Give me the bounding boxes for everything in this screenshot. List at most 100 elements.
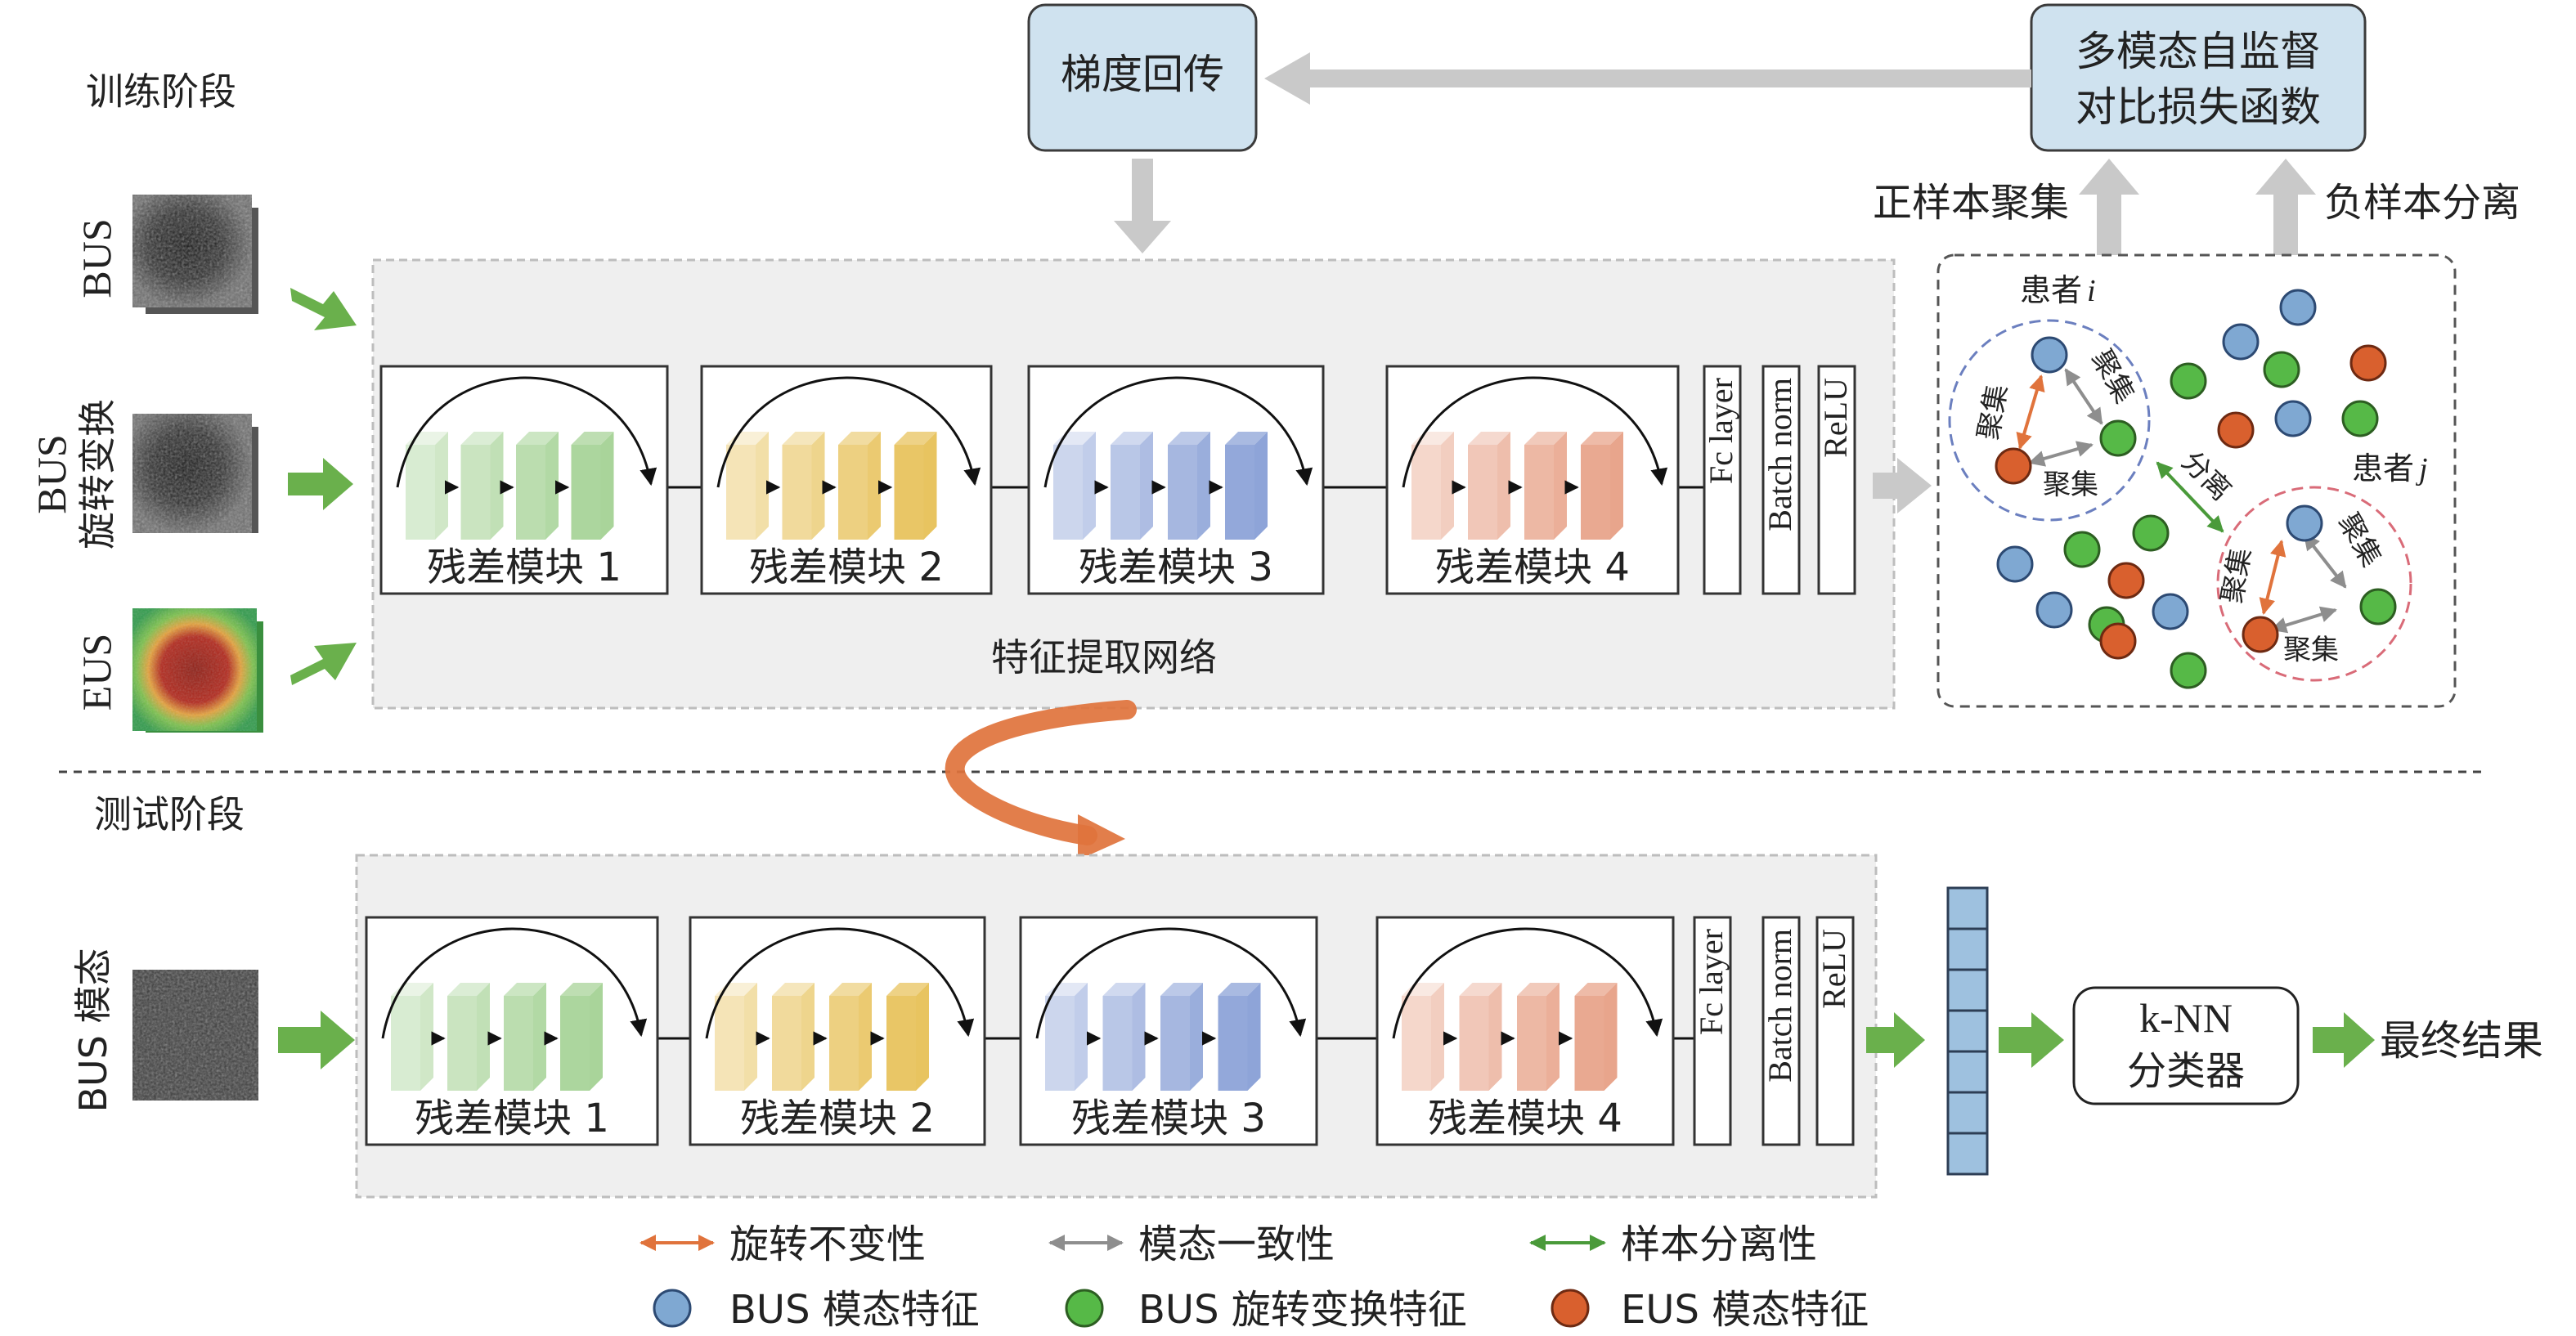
negative-up-arrow bbox=[2255, 159, 2316, 255]
final-result-label: 最终结果 bbox=[2380, 1017, 2543, 1065]
test-network-to-vector-arrow bbox=[1866, 1012, 1925, 1068]
positive-gather-label: 正样本聚集 bbox=[1873, 180, 2069, 226]
feature-dot bbox=[2035, 591, 2073, 629]
conv-layer-4-4 bbox=[1581, 432, 1623, 540]
loss-to-gradient-arrow bbox=[1264, 52, 2031, 105]
feature-dot bbox=[2286, 504, 2323, 542]
conv-layer-3-3 bbox=[1168, 432, 1210, 540]
test-network: 残差模块 1 残差模块 2 残差模块 3 残差模块 4 Fc layer Batch no… bbox=[365, 916, 1855, 1146]
knn-classifier-line2: 分类器 bbox=[2127, 1048, 2245, 1094]
legend-rot-feature-dot bbox=[1065, 1289, 1104, 1328]
residual-block-label-3: 残差模块 3 bbox=[1071, 1096, 1266, 1141]
conv-layer-1-2 bbox=[460, 432, 504, 540]
bus-input-label: BUS bbox=[74, 218, 119, 298]
residual-block-label-1: 残差模块 1 bbox=[427, 545, 622, 590]
separation-arrow bbox=[2156, 461, 2224, 533]
residual-block-label-2: 残差模块 2 bbox=[749, 545, 944, 590]
network-to-feature-space-arrow bbox=[1873, 458, 1932, 513]
legend-bus-feature-label: BUS 模态特征 bbox=[729, 1287, 980, 1333]
gradient-backprop-box bbox=[1027, 3, 1258, 152]
rotated-bus-image-thumbnail bbox=[132, 414, 258, 533]
positive-up-arrow bbox=[2079, 159, 2139, 255]
conv-layer-2-4 bbox=[886, 983, 929, 1091]
gradient-to-network-arrow bbox=[1114, 159, 1171, 253]
feature-dot bbox=[2274, 400, 2312, 437]
legend: 旋转不变性 模态一致性 样本分离性 BUS 模态特征 BUS 旋转变换特征 EU… bbox=[640, 1222, 1869, 1333]
gradient-backprop-label: 梯度回传 bbox=[1061, 51, 1224, 98]
bus-image-thumbnail bbox=[132, 195, 258, 314]
layer-label-0: Fc layer bbox=[1703, 378, 1739, 484]
feature-vector-cell bbox=[1946, 1050, 1989, 1094]
layer-label-2: ReLU bbox=[1815, 929, 1852, 1009]
feature-dot bbox=[2132, 514, 2170, 552]
patient-j-relations bbox=[2259, 533, 2347, 634]
contrastive-loss-label-line1: 多模态自监督 bbox=[2076, 28, 2321, 75]
feature-dot bbox=[2222, 323, 2260, 361]
patient-i-gather-bottom: 聚集 bbox=[2043, 468, 2098, 501]
conv-layer-4-3 bbox=[1517, 983, 1560, 1091]
residual-block-label-4: 残差模块 4 bbox=[1428, 1096, 1622, 1141]
eus-input-label: EUS bbox=[74, 634, 119, 711]
feature-dot bbox=[2349, 344, 2387, 382]
residual-block-2: 残差模块 2 bbox=[700, 365, 993, 595]
feature-dots bbox=[1995, 289, 2397, 689]
legend-rotation-label: 旋转不变性 bbox=[729, 1222, 926, 1267]
residual-block-2: 残差模块 2 bbox=[689, 916, 986, 1146]
conv-layer-4-1 bbox=[1411, 432, 1454, 540]
residual-block-4: 残差模块 4 bbox=[1385, 365, 1680, 595]
conv-layer-2-4 bbox=[894, 432, 937, 540]
residual-block-1: 残差模块 1 bbox=[379, 365, 669, 595]
feature-dot bbox=[2152, 593, 2189, 630]
feature-dot bbox=[2263, 351, 2300, 388]
conv-layer-1-2 bbox=[447, 983, 490, 1091]
legend-separation-label: 样本分离性 bbox=[1621, 1222, 1817, 1267]
feature-dot bbox=[2099, 622, 2137, 660]
feature-dot bbox=[2099, 419, 2137, 457]
conv-layer-2-3 bbox=[829, 983, 872, 1091]
conv-layer-1-4 bbox=[560, 983, 603, 1091]
conv-layer-2-2 bbox=[782, 432, 825, 540]
layer-label-0: Fc layer bbox=[1693, 929, 1730, 1035]
conv-layer-2-2 bbox=[772, 983, 815, 1091]
conv-layer-4-2 bbox=[1468, 432, 1510, 540]
feature-vector-cell bbox=[1946, 1009, 1989, 1053]
feature-extraction-network-label: 特征提取网络 bbox=[991, 635, 1217, 679]
knn-classifier-line1: k-NN bbox=[2139, 995, 2233, 1041]
patient-i-relations bbox=[2016, 368, 2103, 467]
conv-layer-2-1 bbox=[715, 983, 757, 1091]
input-arrows bbox=[288, 288, 357, 685]
feature-dot bbox=[2063, 531, 2101, 568]
conv-layer-3-1 bbox=[1045, 983, 1088, 1091]
conv-layer-3-3 bbox=[1160, 983, 1203, 1091]
patient-j-gather-bottom: 聚集 bbox=[2283, 634, 2339, 666]
input-arrow-eus bbox=[290, 643, 357, 685]
conv-layer-3-4 bbox=[1225, 432, 1268, 540]
feature-vector bbox=[1946, 886, 1989, 1176]
feature-dot bbox=[2217, 411, 2255, 449]
conv-layer-2-3 bbox=[838, 432, 881, 540]
contrastive-loss-label-line2: 对比损失函数 bbox=[2076, 83, 2321, 131]
conv-layer-4-1 bbox=[1402, 983, 1444, 1091]
layer-batch-norm: Batch norm bbox=[1761, 365, 1801, 595]
feature-dot bbox=[1995, 447, 2032, 485]
legend-eus-feature-label: EUS 模态特征 bbox=[1621, 1287, 1869, 1333]
feature-dot bbox=[2170, 362, 2207, 400]
input-arrow-rot bbox=[288, 458, 353, 510]
rotated-bus-input-label-line1: BUS bbox=[29, 434, 74, 513]
layer-batch-norm: Batch norm bbox=[1761, 916, 1801, 1146]
residual-block-4: 残差模块 4 bbox=[1376, 916, 1675, 1146]
conv-layer-1-1 bbox=[391, 983, 433, 1091]
feature-dot bbox=[2107, 562, 2145, 599]
classifier-to-result-arrow bbox=[2313, 1012, 2375, 1068]
patient-j-cluster bbox=[2216, 486, 2412, 682]
legend-rot-feature-label: BUS 旋转变换特征 bbox=[1138, 1287, 1467, 1333]
eus-image-thumbnail bbox=[132, 608, 263, 733]
residual-block-label-1: 残差模块 1 bbox=[415, 1096, 609, 1141]
weight-sharing-arrow bbox=[945, 700, 1137, 860]
conv-layer-2-1 bbox=[726, 432, 769, 540]
train-stage-label: 训练阶段 bbox=[86, 69, 236, 114]
legend-eus-feature-dot bbox=[1551, 1289, 1590, 1328]
